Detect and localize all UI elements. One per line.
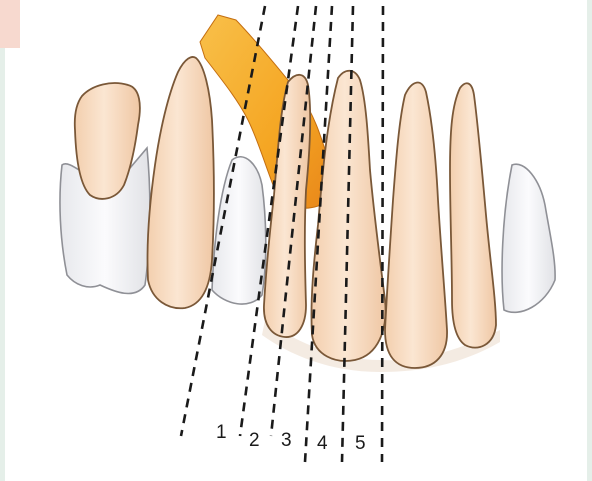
right-incisor-tooth <box>385 83 447 368</box>
canine-tooth <box>147 57 213 308</box>
line-label-4: 4 <box>317 433 328 454</box>
line-label-2: 2 <box>249 430 260 451</box>
grey-tooth-right <box>502 164 555 312</box>
projection-line-6 <box>382 6 383 462</box>
line-label-5: 5 <box>355 433 366 454</box>
right-canine-tooth <box>450 83 496 347</box>
line-label-1: 1 <box>216 422 227 443</box>
line-label-3: 3 <box>281 430 292 451</box>
